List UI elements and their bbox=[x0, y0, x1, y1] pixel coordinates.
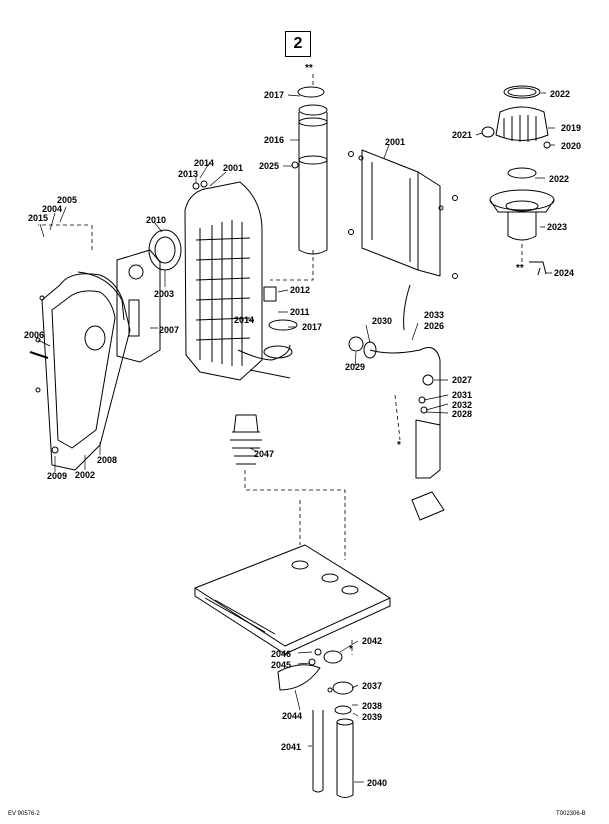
bellows-part bbox=[230, 414, 262, 465]
callout-label: 2033 bbox=[424, 310, 445, 320]
callout-label: 2020 bbox=[561, 141, 582, 151]
callout-label: 2026 bbox=[424, 321, 445, 331]
callout-label: 2004 bbox=[42, 204, 63, 214]
footer-left-code: EV 90576-2 bbox=[8, 811, 40, 817]
single-asterisk-mark: * bbox=[397, 440, 401, 451]
front-cover-part bbox=[29, 271, 131, 471]
callout-label: 2001 bbox=[385, 137, 406, 147]
callout-label: 2008 bbox=[97, 455, 118, 465]
callout-label: 2024 bbox=[554, 268, 575, 278]
callout-label: 2042 bbox=[362, 636, 383, 646]
heat-exchanger-part bbox=[148, 180, 298, 381]
callout-label: 2041 bbox=[281, 742, 302, 752]
callout-label: 2022 bbox=[550, 89, 571, 99]
callout-label: 2014 bbox=[194, 158, 215, 168]
base-tray-part bbox=[194, 544, 391, 655]
callout-label: 2017 bbox=[264, 90, 285, 100]
callout-label: 2045 bbox=[271, 660, 292, 670]
callout-label: 2025 bbox=[259, 161, 280, 171]
callout-label: 2006 bbox=[24, 330, 45, 340]
callout-label: 2012 bbox=[290, 285, 311, 295]
callout-label: 2028 bbox=[452, 409, 473, 419]
callout-label: 2040 bbox=[367, 778, 388, 788]
double-asterisk-mark: ** bbox=[305, 63, 313, 74]
callout-label: 2023 bbox=[547, 222, 568, 232]
callout-label: 2044 bbox=[282, 711, 303, 721]
callout-label: 2013 bbox=[178, 169, 199, 179]
callout-label: 2027 bbox=[452, 375, 473, 385]
callout-label: 2017 bbox=[302, 322, 323, 332]
callout-label: 2015 bbox=[28, 213, 49, 223]
condensate-drain-parts bbox=[277, 648, 354, 798]
flue-adapter-parts bbox=[481, 85, 555, 276]
insulation-panel-part bbox=[116, 249, 161, 363]
callout-label: 2010 bbox=[146, 215, 167, 225]
double-asterisk-mark: ** bbox=[516, 263, 524, 274]
callout-label: 2039 bbox=[362, 712, 383, 722]
callout-label: 2047 bbox=[254, 449, 275, 459]
callout-label: 2005 bbox=[57, 195, 78, 205]
callout-label: 2037 bbox=[362, 681, 383, 691]
callout-label: 2016 bbox=[264, 135, 285, 145]
callout-label: 2003 bbox=[154, 289, 175, 299]
leader-lines bbox=[37, 92, 555, 783]
callout-label: 2031 bbox=[452, 390, 473, 400]
callout-label: 2009 bbox=[47, 471, 68, 481]
callout-label: 2030 bbox=[372, 316, 393, 326]
callout-label: 2011 bbox=[290, 307, 310, 317]
assembly-guide-lines bbox=[38, 74, 523, 655]
callout-label: 2038 bbox=[362, 701, 383, 711]
siphon-part bbox=[348, 284, 445, 521]
callout-label: 2022 bbox=[549, 174, 570, 184]
flue-pipe-part bbox=[291, 86, 328, 255]
callout-label: 2002 bbox=[75, 470, 96, 480]
callout-label: 2029 bbox=[345, 362, 366, 372]
callout-label: 2032 bbox=[452, 400, 473, 410]
callout-label: 2046 bbox=[271, 649, 292, 659]
sheet-number-box: 2 bbox=[285, 31, 311, 57]
callout-label: 2021 bbox=[452, 130, 473, 140]
callout-label: 2019 bbox=[561, 123, 582, 133]
footer-right-code: T002306-B bbox=[556, 811, 586, 817]
mounting-bracket-part bbox=[348, 149, 458, 279]
callout-label: 2014 bbox=[234, 315, 255, 325]
callout-label: 2007 bbox=[159, 325, 180, 335]
callout-label: 2001 bbox=[223, 163, 244, 173]
single-asterisk-mark: * bbox=[349, 644, 353, 655]
